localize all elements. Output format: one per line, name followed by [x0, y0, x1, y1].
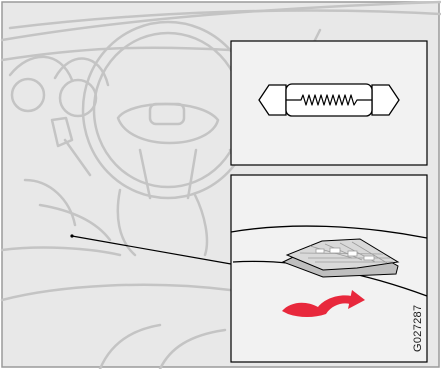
fuse-card-inset [231, 175, 427, 362]
figure-code-label: G027287 [412, 305, 424, 352]
pointer-dot [70, 234, 73, 237]
bulb-inset [231, 41, 427, 165]
